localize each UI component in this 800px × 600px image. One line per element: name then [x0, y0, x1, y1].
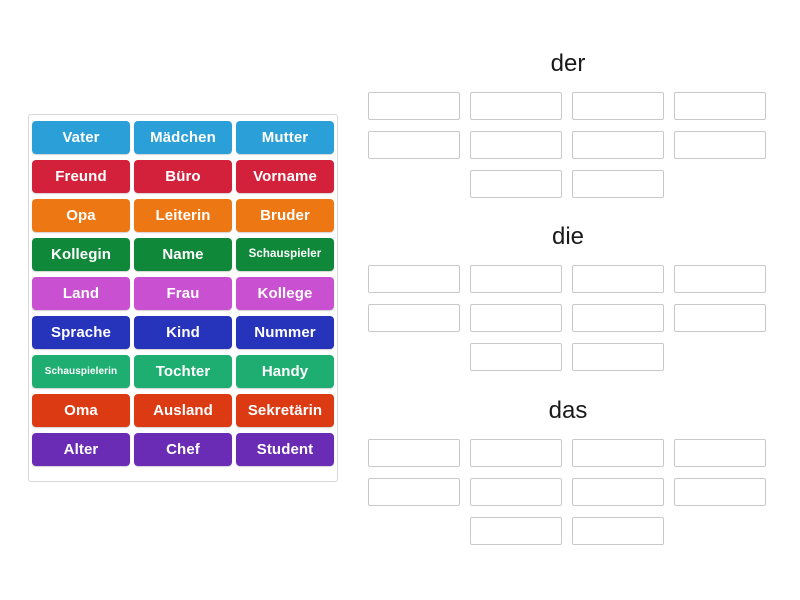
drop-slot[interactable]	[368, 265, 460, 293]
word-tile[interactable]: Schauspieler	[236, 238, 334, 271]
drop-slot[interactable]	[470, 304, 562, 332]
drop-slot[interactable]	[674, 92, 766, 120]
group-die-slots	[368, 265, 766, 371]
drop-slot[interactable]	[470, 131, 562, 159]
drop-slot[interactable]	[470, 478, 562, 506]
drop-slot[interactable]	[572, 517, 664, 545]
drop-slot[interactable]	[470, 170, 562, 198]
word-tile[interactable]: Tochter	[134, 355, 232, 388]
drop-slot[interactable]	[572, 304, 664, 332]
drop-slot[interactable]	[572, 439, 664, 467]
drop-slot[interactable]	[470, 517, 562, 545]
drop-slot[interactable]	[572, 265, 664, 293]
drop-slot[interactable]	[572, 170, 664, 198]
word-tile[interactable]: Büro	[134, 160, 232, 193]
word-tile[interactable]: Mutter	[236, 121, 334, 154]
group-das: das	[368, 399, 768, 545]
drop-slot[interactable]	[470, 439, 562, 467]
word-tile[interactable]: Chef	[134, 433, 232, 466]
word-tile[interactable]: Kollegin	[32, 238, 130, 271]
word-tile[interactable]: Mädchen	[134, 121, 232, 154]
drop-slot[interactable]	[572, 478, 664, 506]
word-tile[interactable]: Nummer	[236, 316, 334, 349]
drop-slot[interactable]	[368, 131, 460, 159]
group-der-title: der	[550, 50, 586, 77]
drop-slot[interactable]	[368, 478, 460, 506]
word-tile[interactable]: Name	[134, 238, 232, 271]
word-tile[interactable]: Vater	[32, 121, 130, 154]
word-tile[interactable]: Handy	[236, 355, 334, 388]
drop-slot[interactable]	[674, 265, 766, 293]
group-die: die	[368, 225, 768, 371]
drop-slot[interactable]	[674, 478, 766, 506]
word-tile[interactable]: Sprache	[32, 316, 130, 349]
word-tile[interactable]: Sekretärin	[236, 394, 334, 427]
drop-slot[interactable]	[470, 343, 562, 371]
group-der: der	[368, 52, 768, 198]
drop-slot[interactable]	[470, 265, 562, 293]
drop-slot[interactable]	[674, 304, 766, 332]
word-tile[interactable]: Freund	[32, 160, 130, 193]
word-tile[interactable]: Land	[32, 277, 130, 310]
group-der-slots	[368, 92, 766, 198]
drop-slot[interactable]	[572, 92, 664, 120]
group-die-title: die	[551, 223, 585, 250]
group-das-title: das	[548, 397, 588, 424]
drop-slot[interactable]	[674, 439, 766, 467]
word-tile[interactable]: Kollege	[236, 277, 334, 310]
drop-slot[interactable]	[368, 92, 460, 120]
word-tile[interactable]: Oma	[32, 394, 130, 427]
word-tile[interactable]: Ausland	[134, 394, 232, 427]
drop-slot[interactable]	[572, 131, 664, 159]
word-tile[interactable]: Alter	[32, 433, 130, 466]
drop-slot[interactable]	[470, 92, 562, 120]
word-tile[interactable]: Schauspielerin	[32, 355, 130, 388]
drop-slot[interactable]	[368, 439, 460, 467]
word-tile[interactable]: Opa	[32, 199, 130, 232]
word-tile[interactable]: Kind	[134, 316, 232, 349]
drop-zone-columns: der die das	[360, 40, 780, 560]
word-tile[interactable]: Bruder	[236, 199, 334, 232]
word-tile[interactable]: Student	[236, 433, 334, 466]
drop-slot[interactable]	[674, 131, 766, 159]
word-tile[interactable]: Leiterin	[134, 199, 232, 232]
group-das-slots	[368, 439, 766, 545]
drop-slot[interactable]	[572, 343, 664, 371]
word-tile[interactable]: Vorname	[236, 160, 334, 193]
word-tile[interactable]: Frau	[134, 277, 232, 310]
drop-slot[interactable]	[368, 304, 460, 332]
